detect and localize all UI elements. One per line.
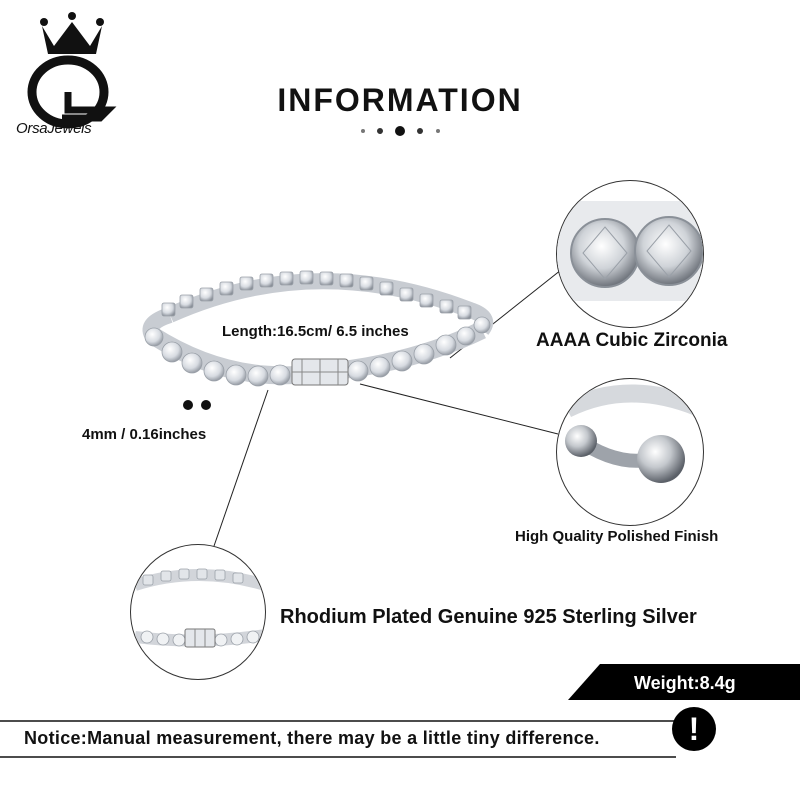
brand-name: OrsaJewels — [16, 120, 92, 137]
notice-text: Notice:Manual measurement, there may be … — [24, 728, 600, 748]
weight-label: Weight:8.4g — [634, 673, 736, 693]
tennis-bracelet-image — [142, 270, 493, 410]
polished-finish-detail-image — [556, 378, 704, 526]
notice-frame — [0, 720, 676, 758]
zirconia-label: AAAA Cubic Zirconia — [536, 330, 728, 351]
weight-banner — [568, 664, 800, 700]
finish-label: High Quality Polished Finish — [515, 528, 719, 545]
page-title: INFORMATION — [277, 82, 523, 118]
zirconia-detail-image — [556, 180, 704, 328]
title-dot-divider — [361, 126, 440, 136]
brand-logo — [27, 12, 117, 129]
exclamation-icon: ! — [672, 707, 716, 751]
width-label: 4mm / 0.16inches — [82, 426, 207, 443]
clasp-detail-image — [130, 544, 266, 680]
length-label: Length:16.5cm/ 6.5 inches — [222, 323, 409, 340]
material-label: Rhodium Plated Genuine 925 Sterling Silv… — [280, 606, 697, 628]
